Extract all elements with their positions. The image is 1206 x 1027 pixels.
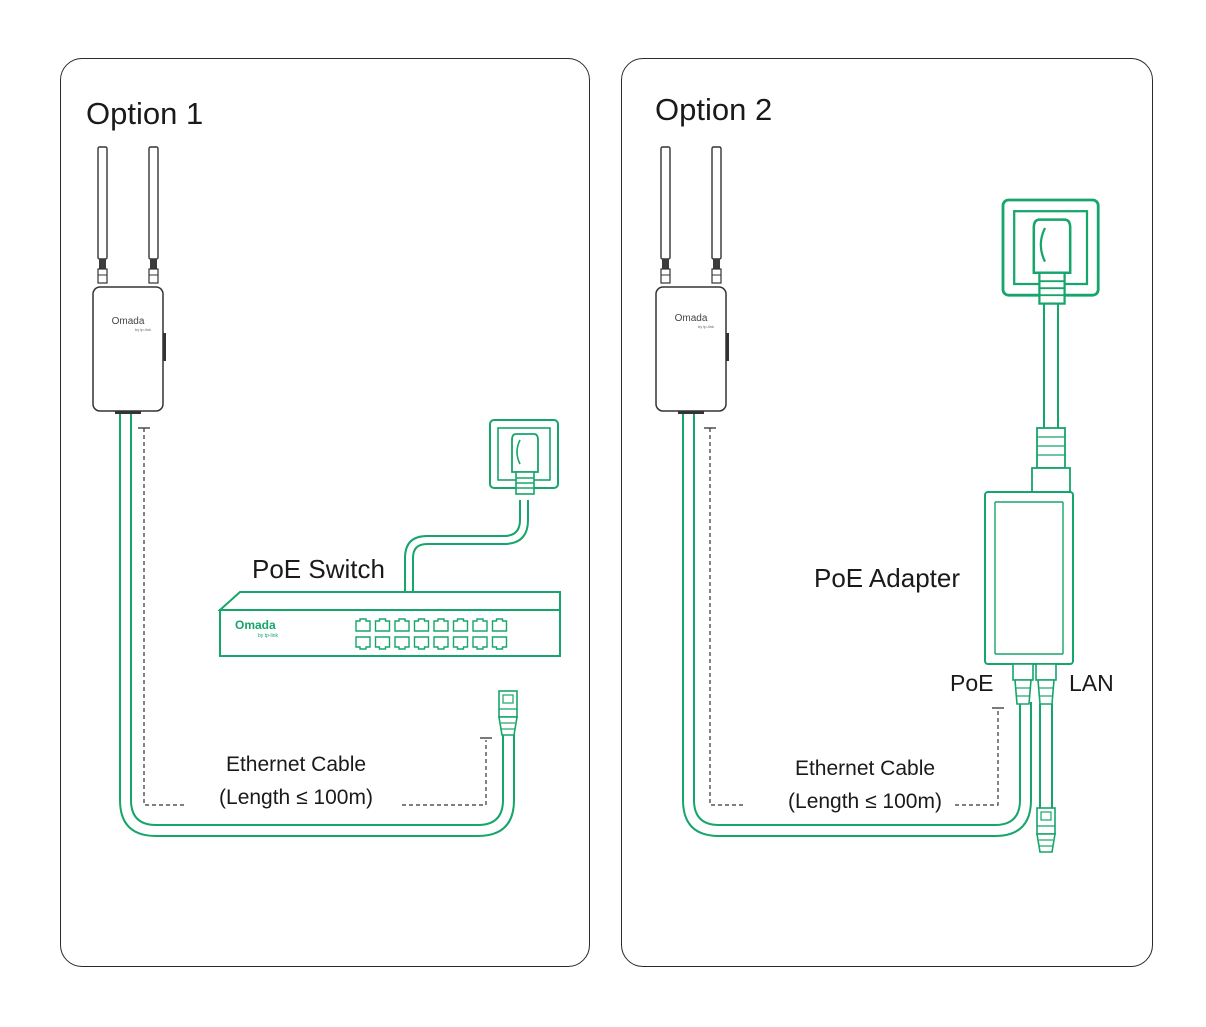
switch-port-icon <box>491 618 508 632</box>
poe-port-label: PoE <box>950 670 994 696</box>
switch-port-icon <box>472 636 488 650</box>
switch-power-cable <box>404 500 521 592</box>
poe-adapter-icon <box>984 491 1074 665</box>
switch-port-icon <box>452 636 469 650</box>
switch-port-icon <box>413 636 430 650</box>
switch-port-icon <box>433 618 449 632</box>
switch-port-icon <box>355 636 371 650</box>
switch-brand: Omada <box>235 618 276 632</box>
switch-port-icon <box>413 618 430 632</box>
access-point-icon <box>655 146 730 415</box>
switch-port-icon <box>472 618 488 632</box>
cable-label-line2: (Length ≤ 100m) <box>788 790 942 813</box>
rj45-connector-icon <box>1035 663 1057 705</box>
switch-port-icon <box>491 636 508 650</box>
cable-label-line1: Ethernet Cable <box>794 757 936 780</box>
rj45-connector-icon <box>1036 807 1056 853</box>
cable-label-option-2: Ethernet Cable (Length ≤ 100m) <box>755 752 975 818</box>
rj45-connector-icon <box>498 690 518 736</box>
ap-2-sub-brand: by tp-link <box>698 324 714 329</box>
switch-port-icon <box>394 618 410 632</box>
length-indicator-1 <box>143 428 487 806</box>
switch-port-icon <box>452 618 469 632</box>
switch-port-icon <box>433 636 449 650</box>
poe-switch-icon: Omada by tp-link <box>217 591 561 657</box>
ap-1-sub-brand: by tp-link <box>135 327 151 332</box>
ap-2-brand: Omada <box>675 313 708 324</box>
option-1-title: Option 1 <box>86 96 204 131</box>
ethernet-cable-1-inner <box>130 412 504 826</box>
power-outlet-icon <box>1001 198 1100 306</box>
switch-port-icon <box>374 618 391 632</box>
poe-adapter-label: PoE Adapter <box>814 563 960 593</box>
lan-port-label: LAN <box>1069 670 1114 696</box>
cable-label-line2: (Length ≤ 100m) <box>219 786 373 809</box>
switch-port-icon <box>374 636 391 650</box>
access-point-icon <box>92 146 167 415</box>
poe-switch-label: PoE Switch <box>252 554 385 584</box>
length-indicator-2 <box>709 428 999 806</box>
cable-label-line1: Ethernet Cable <box>225 753 367 776</box>
rj45-connector-icon <box>1012 663 1034 705</box>
switch-sub-brand: by tp-link <box>258 633 279 639</box>
power-plug-icon <box>1031 427 1071 493</box>
ethernet-cable-2-inner <box>693 412 1021 826</box>
ethernet-cable-2-outer <box>682 412 1032 837</box>
switch-port-icon <box>394 636 410 650</box>
ap-1-brand: Omada <box>112 316 145 327</box>
option-2-title: Option 2 <box>655 92 773 127</box>
ethernet-cable-1-outer <box>119 412 515 837</box>
power-outlet-icon <box>489 419 559 495</box>
switch-port-icon <box>355 618 371 632</box>
cable-label-option-1: Ethernet Cable (Length ≤ 100m) <box>186 748 406 814</box>
